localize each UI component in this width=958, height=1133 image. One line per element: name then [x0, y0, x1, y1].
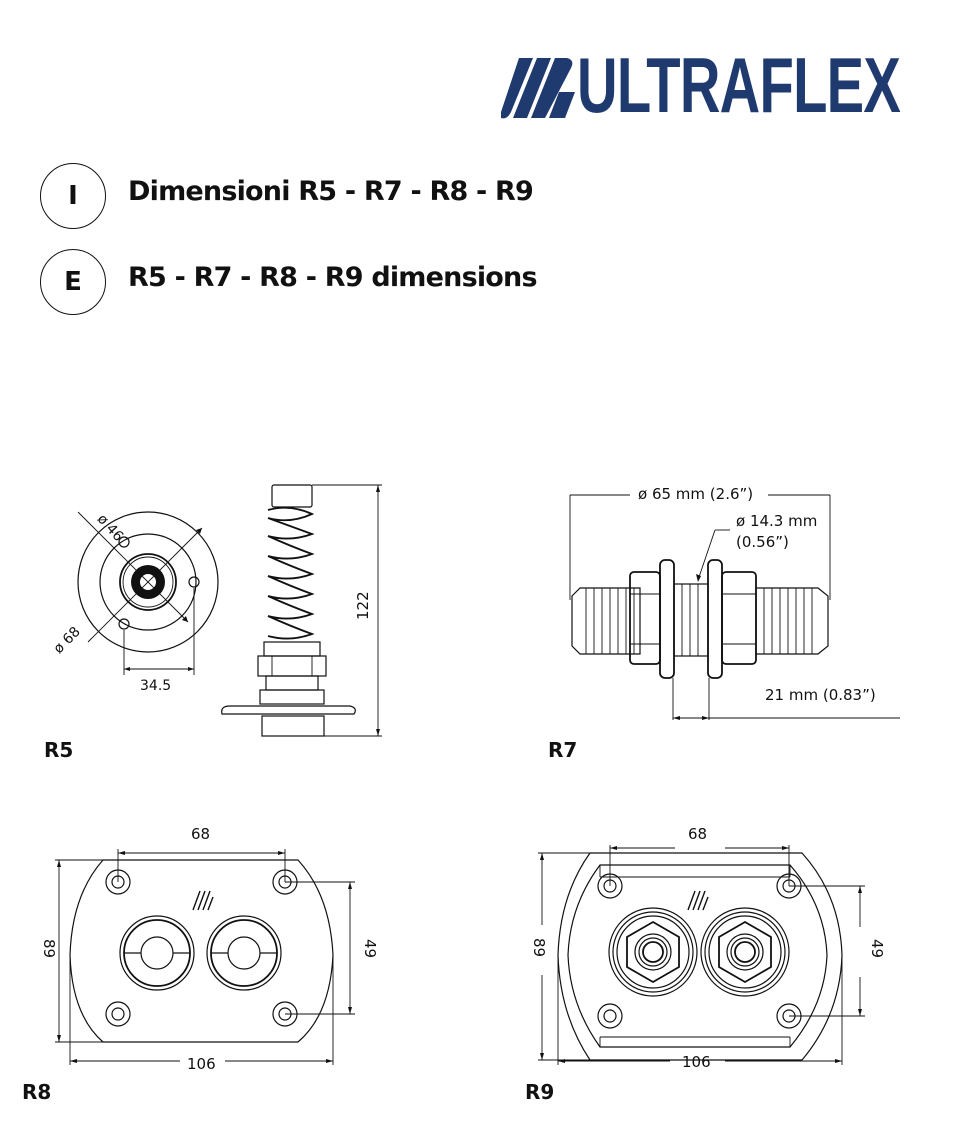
r8-hole-spacing-y-label: 49	[361, 939, 379, 958]
r8-plate	[55, 849, 355, 1065]
r8-brand-mark-icon	[192, 890, 214, 911]
ultraflex-logo: ULTRAFLEX	[497, 46, 912, 127]
r9-plate	[538, 845, 865, 1065]
r7-thread-diameter-label: ø 14.3 mm	[736, 512, 817, 530]
r5-label: R5	[44, 738, 74, 762]
r8-label: R8	[22, 1080, 52, 1104]
r5-height-label: 122	[354, 591, 372, 620]
r9-label: R9	[525, 1080, 555, 1104]
r9-drawing: 68 89 49 106	[530, 825, 886, 1071]
language-badge-italian: I	[40, 163, 106, 229]
r9-brand-mark-icon	[687, 890, 709, 911]
r5-drawing: ø 46 ø 68 34.5 122	[51, 484, 382, 737]
r9-width-label: 106	[682, 1053, 711, 1071]
ultraflex-stripes-icon	[501, 58, 575, 119]
r8-drawing: 68 89 49 106	[40, 825, 379, 1073]
r7-label: R7	[548, 738, 578, 762]
r5-inner-diameter-label: ø 46	[94, 511, 127, 545]
r7-panel-thickness-label: 21 mm (0.83”)	[765, 686, 876, 704]
r8-hole-spacing-x-label: 68	[191, 825, 210, 843]
r5-hole-spacing-label: 34.5	[140, 678, 171, 694]
r8-width-label: 106	[187, 1055, 216, 1073]
language-badge-english: E	[40, 249, 106, 315]
r8-height-label: 89	[40, 939, 58, 958]
r5-side-view	[221, 484, 382, 737]
r5-outer-diameter-label: ø 68	[51, 624, 84, 657]
heading-english: R5 - R7 - R8 - R9 dimensions	[128, 262, 538, 293]
r7-thread-diameter-inch-label: (0.56”)	[736, 533, 789, 551]
r7-overall-diameter-label: ø 65 mm (2.6”)	[638, 485, 753, 503]
r7-drawing: ø 65 mm (2.6”) ø 14.3 mm (0.56”) 21 mm (…	[569, 485, 900, 720]
r9-hole-spacing-x-label: 68	[688, 825, 707, 843]
heading-italian: Dimensioni R5 - R7 - R8 - R9	[128, 176, 534, 207]
r7-fitting	[569, 494, 900, 720]
r5-top-view	[77, 511, 219, 675]
r9-hole-spacing-y-label: 49	[868, 939, 886, 958]
r9-height-label: 89	[530, 938, 548, 957]
logo-text: ULTRAFLEX	[577, 41, 901, 129]
